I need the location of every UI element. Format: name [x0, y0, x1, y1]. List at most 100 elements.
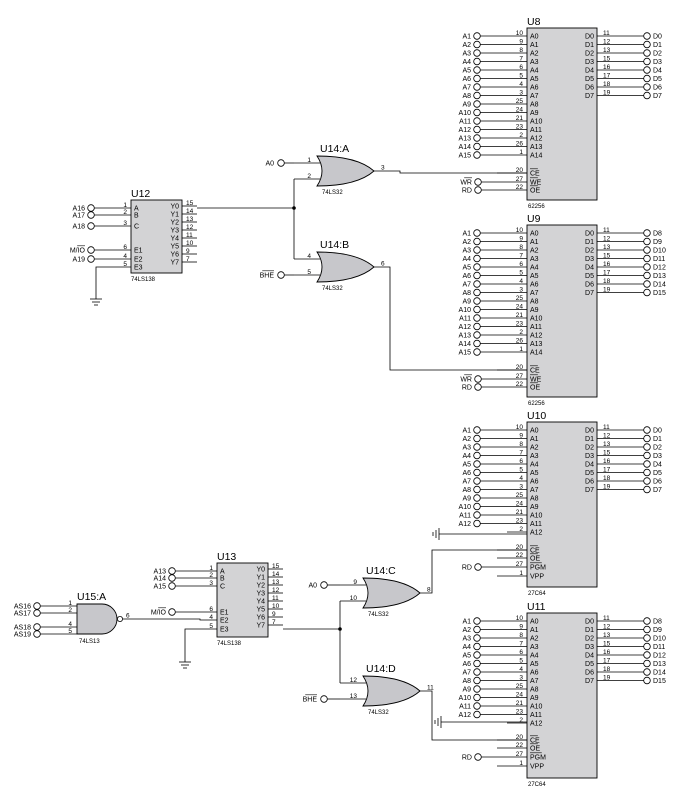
pin-number: 23: [516, 708, 524, 715]
pin-name: E1: [220, 610, 229, 617]
pin-number: 6: [126, 613, 130, 620]
pin-name: A2: [530, 248, 539, 255]
pin-number: 12: [350, 677, 358, 684]
pin-number: 10: [186, 240, 194, 247]
pin-number: 1: [123, 202, 127, 209]
net-label: A10: [459, 307, 472, 314]
pin-name: A8: [530, 299, 539, 306]
pin-name: A2: [530, 636, 539, 643]
pin-number: 2: [519, 526, 523, 533]
pin-name: D4: [585, 653, 594, 660]
pin-number: 18: [603, 666, 611, 673]
pin-name: C: [220, 584, 225, 591]
net-terminal: [473, 519, 481, 528]
net-label: RD: [462, 385, 472, 392]
pin-number: 5: [123, 261, 127, 268]
net-label: D15: [653, 290, 666, 297]
pin-number: 4: [519, 666, 523, 673]
net-label: D2: [653, 51, 662, 58]
net-terminal: [87, 246, 95, 254]
pin-name: CE: [530, 171, 540, 178]
pin-name: A10: [530, 704, 543, 711]
pin-name: A5: [530, 470, 539, 477]
net-terminal: [168, 582, 176, 590]
pin-number: 15: [186, 200, 194, 207]
net-terminal: [643, 91, 651, 100]
pin-number: 24: [516, 500, 524, 507]
net-label: A5: [462, 265, 471, 272]
pin-name: A8: [530, 496, 539, 503]
pin-number: 13: [603, 632, 611, 639]
net-label: A13: [459, 136, 472, 143]
pin-name: D2: [585, 636, 594, 643]
net-terminal: [473, 477, 481, 485]
pin-number: 25: [516, 295, 524, 302]
pin-number: 11: [603, 30, 610, 37]
net-label: A15: [459, 350, 472, 357]
pin-name: D5: [585, 661, 594, 668]
chip-u10: [526, 421, 598, 588]
chip-u11: [526, 612, 598, 779]
net-terminal: [473, 331, 481, 339]
net-terminal: [473, 511, 481, 519]
pin-name: CE: [530, 738, 540, 745]
pin-name: A9: [530, 695, 539, 702]
net-terminal: [473, 451, 481, 460]
pin-number: 4: [519, 81, 523, 88]
pin-number: 12: [186, 224, 194, 231]
net-terminal: [643, 642, 651, 651]
net-terminal: [643, 229, 651, 237]
pin-number: 9: [519, 432, 523, 439]
net-terminal: [643, 443, 651, 451]
net-terminal: [643, 246, 651, 254]
pin-name: A6: [530, 670, 539, 677]
net-terminal: [473, 280, 481, 288]
net-label: D7: [653, 93, 662, 100]
pin-number: 8: [519, 47, 523, 54]
pin-name: Y1: [170, 212, 179, 219]
net-label: A4: [462, 644, 471, 651]
chip-select: [420, 690, 527, 741]
net-terminal: [473, 634, 481, 642]
pin-name: A10: [530, 513, 543, 520]
pin-number: 10: [516, 30, 524, 37]
net-label: A4: [462, 256, 471, 263]
net-label: A3: [462, 636, 471, 643]
net-label: D5: [653, 76, 662, 83]
pin-number: 1: [519, 760, 523, 767]
net-label: D3: [653, 59, 662, 66]
pin-name: A0: [530, 619, 539, 626]
pin-number: 27: [516, 176, 524, 183]
net-terminal: [277, 271, 285, 279]
pin-number: 3: [519, 674, 523, 681]
net-label: A7: [462, 670, 471, 677]
net-label: D0: [653, 34, 662, 41]
pin-number: 23: [516, 517, 524, 524]
net-label: D14: [653, 282, 666, 289]
inversion-bubble: [117, 616, 124, 623]
pin-name: A11: [530, 712, 542, 719]
net-terminal: [643, 49, 651, 57]
pin-name: A11: [530, 324, 542, 331]
pin-number: 10: [516, 227, 524, 234]
net-terminal: [473, 710, 481, 719]
chip-ref: U13: [217, 551, 236, 563]
net-label: D14: [653, 670, 666, 677]
pin-name: A11: [530, 521, 542, 528]
net-label: D6: [653, 479, 662, 486]
net-terminal: [473, 229, 481, 237]
net-terminal: [473, 322, 481, 331]
net-terminal: [643, 651, 651, 659]
pin-name: A12: [530, 721, 543, 728]
net-label: A11: [459, 316, 471, 323]
pin-name: D2: [585, 248, 594, 255]
net-label: A2: [462, 627, 471, 634]
pin-number: 1: [209, 565, 213, 572]
gate-type: 74LS13: [79, 639, 100, 645]
net-label: A12: [459, 521, 472, 528]
chip-ref: U12: [131, 188, 150, 200]
net-terminal: [320, 581, 328, 589]
net-label: A3: [462, 248, 471, 255]
pin-name: A0: [530, 34, 539, 41]
pin-number: 14: [186, 208, 194, 215]
